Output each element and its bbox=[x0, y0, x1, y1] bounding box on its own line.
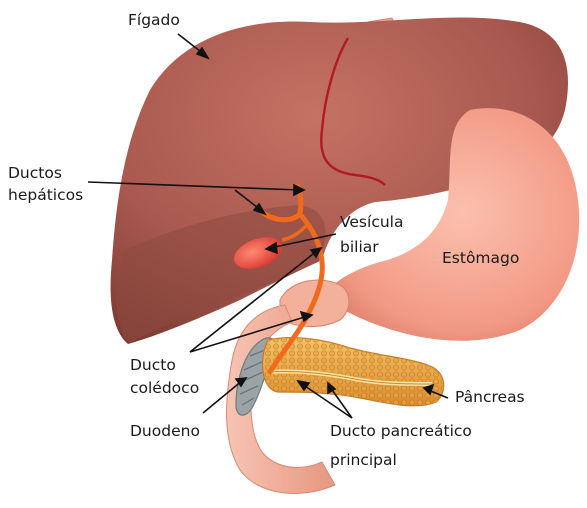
label-ducto-pancreatico-line1: Ducto pancreático bbox=[330, 422, 472, 441]
label-estomago: Estômago bbox=[442, 249, 519, 268]
label-pancreas: Pâncreas bbox=[455, 388, 525, 407]
label-vesicula-line1: Vesícula bbox=[340, 213, 403, 232]
label-ducto-coledoco-line1: Ducto bbox=[130, 356, 176, 375]
label-ducto-coledoco-line2: colédoco bbox=[130, 379, 199, 398]
label-figado: Fígado bbox=[128, 11, 180, 30]
label-ducto-pancreatico-line2: principal bbox=[330, 451, 397, 470]
label-duodeno: Duodeno bbox=[130, 422, 200, 441]
label-vesicula-line2: biliar bbox=[340, 238, 379, 257]
label-ductos-hepaticos-line1: Ductos bbox=[8, 164, 62, 183]
label-ductos-hepaticos-line2: hepáticos bbox=[8, 186, 83, 205]
